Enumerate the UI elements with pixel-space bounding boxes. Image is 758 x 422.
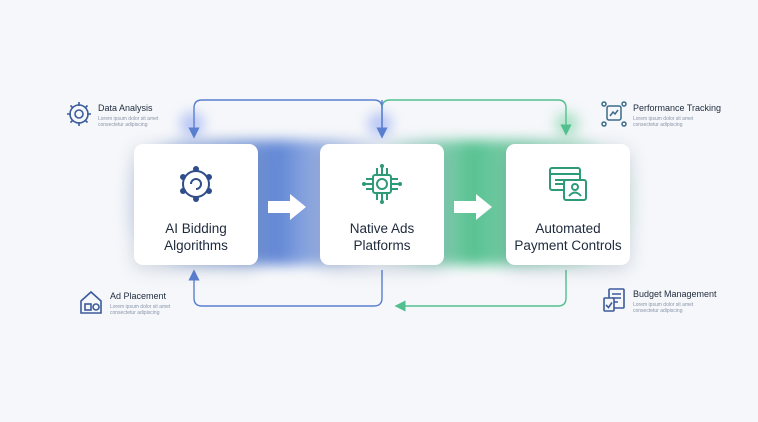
side-item-title: Data Analysis — [98, 103, 153, 113]
side-item-title: Performance Tracking — [633, 103, 722, 113]
side-item-performance-tracking: Performance Tracking Lorem ipsum dolor s… — [601, 101, 721, 128]
ai-network-icon — [180, 166, 212, 202]
side-item-text: Lorem ipsum dolor sit amet consectetur a… — [633, 116, 694, 128]
side-item-text: Lorem ipsum dolor sit amet consectetur a… — [110, 304, 171, 316]
side-item-text: Lorem ipsum dolor sit amet consectetur a… — [98, 116, 159, 128]
card-label: Automated Payment Controls — [514, 221, 622, 253]
side-item-title: Ad Placement — [110, 291, 167, 301]
arrow-right-icon — [454, 194, 492, 220]
connector-top-right — [381, 99, 572, 136]
side-item-budget-management: Budget Management Lorem ipsum dolor sit … — [601, 287, 717, 314]
card-label: AI Bidding Algorithms — [164, 221, 228, 253]
side-item-text: Lorem ipsum dolor sit amet consectetur a… — [633, 302, 694, 314]
card-automated-payment[interactable]: Automated Payment Controls — [506, 144, 630, 265]
side-item-title: Budget Management — [633, 289, 717, 299]
side-item-data-analysis: Data Analysis Lorem ipsum dolor sit amet… — [66, 101, 176, 128]
connector-bottom-right — [394, 270, 567, 312]
chip-icon — [362, 164, 402, 204]
card-ai-bidding[interactable]: AI Bidding Algorithms — [134, 144, 258, 265]
document-check-icon — [603, 288, 625, 312]
home-chart-icon — [80, 290, 102, 314]
connector-bottom-left — [188, 269, 383, 307]
card-native-ads[interactable]: Native Ads Platforms — [320, 144, 444, 265]
connector-top-left — [188, 99, 383, 139]
card-label: Native Ads Platforms — [349, 221, 415, 253]
gear-target-icon — [67, 102, 91, 126]
side-item-ad-placement: Ad Placement Lorem ipsum dolor sit amet … — [78, 289, 188, 316]
tracking-icon — [601, 101, 627, 127]
arrow-right-icon — [268, 194, 306, 220]
payment-screen-icon — [549, 167, 587, 201]
